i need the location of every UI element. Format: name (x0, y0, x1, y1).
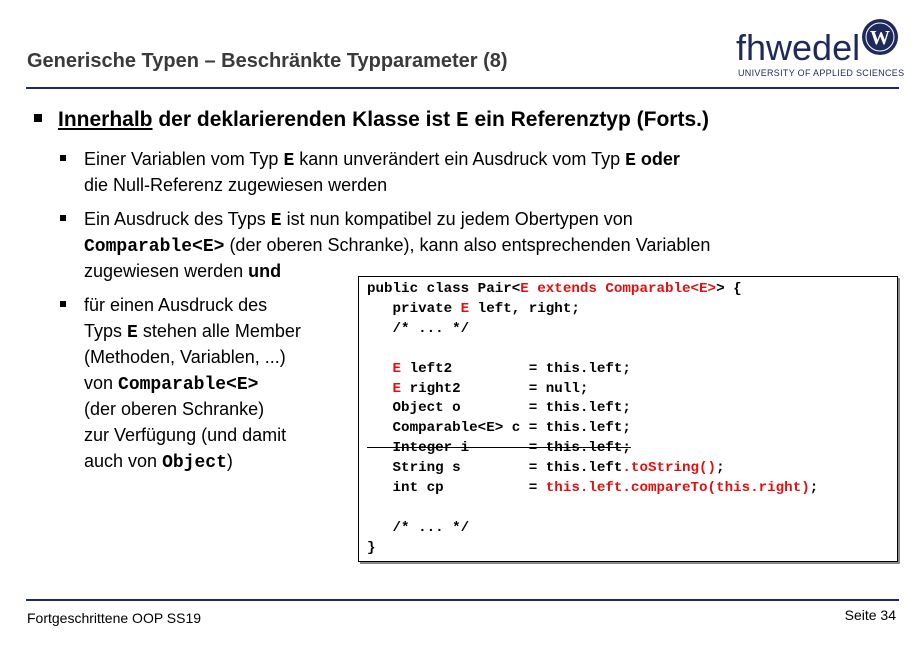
code-line-6: E right2 = null; (392, 380, 589, 397)
code-line-5: E left2 = this.left; (392, 360, 631, 377)
sub-bullet-1-line-1: Einer Variablen vom Typ E kann unverände… (84, 149, 680, 171)
header-divider (26, 87, 899, 89)
code-line-13: /* ... */ (367, 519, 470, 536)
logo-wordmark: fhwedel (736, 27, 861, 68)
code-line-14: } (367, 539, 376, 556)
code-line-11: int cp = this.left.compareTo(this.right)… (367, 480, 819, 497)
bullet-square-icon (34, 114, 42, 123)
sub-bullet-3-line-6: zur Verfügung (und damit (84, 425, 287, 445)
svg-text:W: W (870, 27, 890, 49)
code-listing: public class Pair<E extends Comparable<E… (358, 276, 898, 562)
main-bullet-emphasis: Innerhalb (58, 108, 153, 131)
sub-bullet-3-line-4: von Comparable<E> (84, 373, 259, 395)
code-line-8: Comparable<E> c = this.left; (367, 420, 631, 437)
sub-bullet-2-line-3: zugewiesen werden und (84, 261, 282, 281)
main-bullet-code: E (456, 110, 469, 133)
sub-bullet-3-line-7: auch von Object) (84, 451, 233, 473)
bullet-square-icon (60, 301, 66, 307)
sub-bullet-3-line-3: (Methoden, Variablen, ...) (84, 347, 286, 367)
code-line-3: /* ... */ (367, 320, 470, 337)
sub-bullet-3-line-2: Typs E stehen alle Member (84, 321, 301, 343)
sub-bullet-2-line-2: Comparable<E> (der oberen Schranke), kan… (84, 235, 711, 257)
sub-bullet-3-line-1: für einen Ausdruck des (84, 295, 268, 315)
code-line-10: String s = this.left.toString(); (367, 460, 725, 477)
main-bullet-text: der deklarierenden Klasse ist (152, 108, 456, 131)
sub-bullet-3-line-5: (der oberen Schranke) (84, 399, 265, 419)
footer-divider (26, 599, 899, 601)
fh-wedel-logo: fhwedel UNIVERSITY OF APPLIED SCIENCES W (736, 18, 904, 82)
sub-bullet-1-line-2: die Null-Referenz zugewiesen werden (84, 175, 388, 195)
main-bullet-text-end: ein Referenztyp (Forts.) (468, 108, 709, 131)
logo-subtitle: UNIVERSITY OF APPLIED SCIENCES (738, 68, 905, 78)
footer-course: Fortgeschrittene OOP SS19 (27, 610, 202, 626)
code-line-1: public class Pair<E extends Comparable<E… (367, 281, 742, 297)
bullet-square-icon (60, 155, 66, 161)
main-bullet: Innerhalb der deklarierenden Klasse ist … (34, 108, 709, 133)
logo-seal-icon: W (862, 19, 898, 55)
bullet-square-icon (60, 215, 66, 221)
code-line-7: Object o = this.left; (367, 400, 631, 417)
sub-bullet-2-line-1: Ein Ausdruck des Typs E ist nun kompatib… (84, 209, 633, 231)
code-line-2: private E left, right; (367, 300, 580, 317)
code-line-9-struck: Integer i = this.left; (367, 440, 631, 457)
footer-page-number: Seite 34 (844, 607, 896, 623)
code-text: public class Pair<E extends Comparable<E… (367, 280, 818, 559)
slide-title: Generische Typen – Beschränkte Typparame… (27, 50, 508, 72)
